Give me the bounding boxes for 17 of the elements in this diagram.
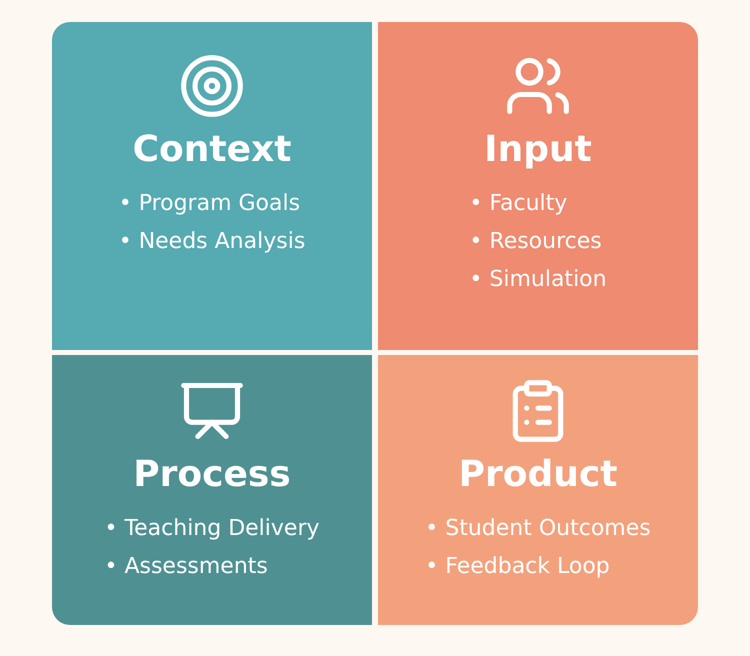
quadrant-panel (378, 22, 698, 350)
quadrant-heading: Input (484, 128, 592, 172)
bullet-item: • Teaching Delivery (104, 515, 320, 544)
quadrant-heading: Product (458, 453, 618, 496)
bullet-item: • Feedback Loop (425, 553, 611, 582)
quadrant-panel (378, 355, 698, 625)
bullet-item: • Program Goals (118, 190, 302, 218)
bullet-item: • Assessments (104, 553, 269, 582)
quadrant-panel (52, 22, 372, 350)
bullet-item: • Needs Analysis (118, 228, 306, 256)
bullet-item: • Resources (469, 228, 603, 256)
quadrant-heading: Process (133, 453, 291, 496)
bullet-item: • Faculty (469, 190, 568, 218)
bullet-item: • Simulation (469, 266, 607, 294)
quadrant-panel (52, 355, 372, 625)
bullet-item: • Student Outcomes (425, 515, 651, 544)
quadrant-heading: Context (132, 128, 292, 172)
